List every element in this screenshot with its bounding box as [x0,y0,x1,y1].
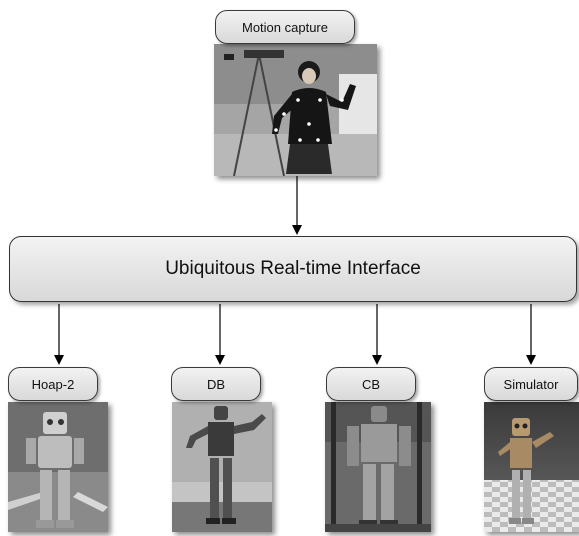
cb-text: CB [361,376,381,392]
motion-capture-label: Motion capture [215,10,355,44]
hoap2-text: Hoap-2 [31,376,75,392]
simulator-photo [484,402,579,532]
simulator-label: Simulator [484,367,578,401]
motion-capture-text: Motion capture [242,19,328,35]
db-text: DB [206,376,226,392]
hoap2-label: Hoap-2 [8,367,98,401]
cb-photo [325,402,431,532]
simulator-text: Simulator [503,376,559,392]
cb-label: CB [326,367,416,401]
db-label: DB [171,367,261,401]
db-photo [172,402,272,532]
hoap2-photo [8,402,108,532]
ubiquitous-interface-text: Ubiquitous Real-time Interface [165,258,421,279]
motion-capture-photo [214,44,377,176]
ubiquitous-interface-box: Ubiquitous Real-time Interface [9,236,577,302]
